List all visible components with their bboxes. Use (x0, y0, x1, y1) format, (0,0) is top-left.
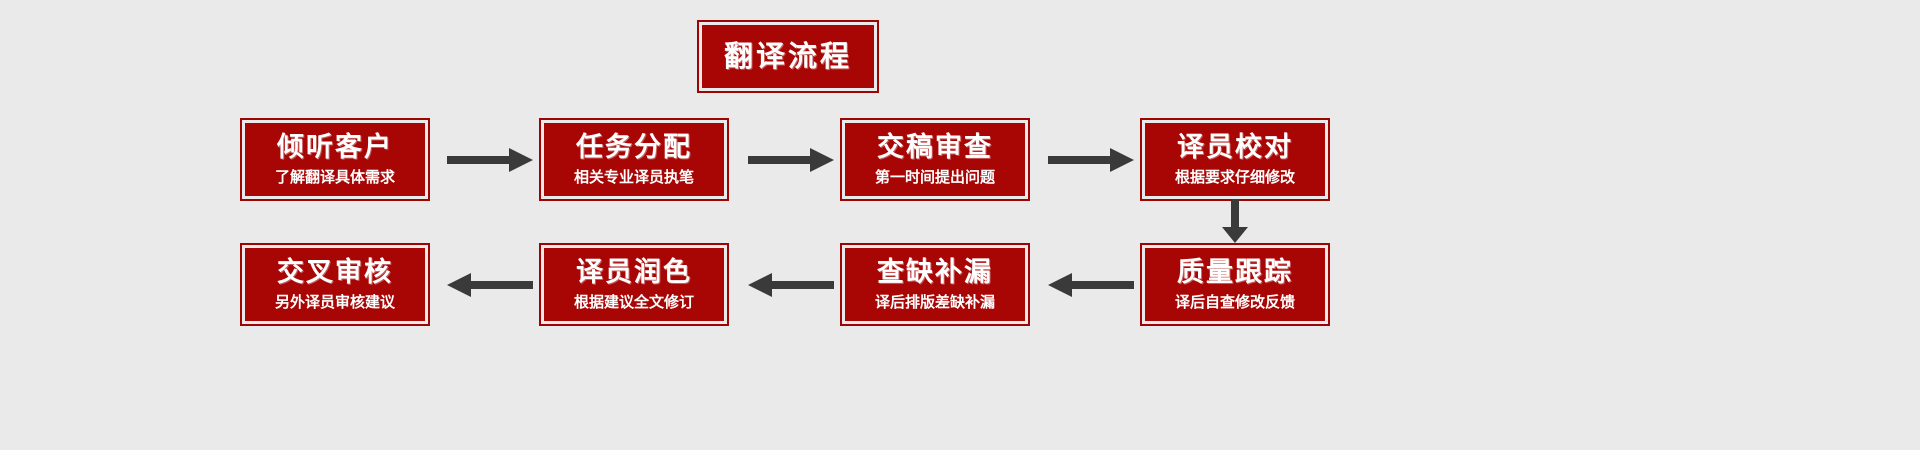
step-box-task-assignment[interactable]: 任务分配 相关专业译员执笔 (539, 118, 729, 201)
step-title: 查缺补漏 (877, 257, 993, 288)
flowchart-title-box: 翻译流程 (697, 20, 879, 93)
step-subtitle: 根据要求仔细修改 (1174, 168, 1295, 186)
step-subtitle: 另外译员审核建议 (274, 293, 395, 311)
step-subtitle: 根据建议全文修订 (573, 293, 694, 311)
step-title: 质量跟踪 (1177, 257, 1293, 288)
step-title: 交稿审查 (877, 132, 993, 163)
arrow-left-icon (1048, 273, 1134, 297)
step-box-listen-to-customer[interactable]: 倾听客户 了解翻译具体需求 (240, 118, 430, 201)
step-subtitle: 译后自查修改反馈 (1174, 293, 1295, 311)
arrow-left-icon (748, 273, 834, 297)
step-box-gap-checking[interactable]: 查缺补漏 译后排版差缺补漏 (840, 243, 1030, 326)
step-box-submission-review[interactable]: 交稿审查 第一时间提出问题 (840, 118, 1030, 201)
step-title: 交叉审核 (277, 257, 393, 288)
step-box-translator-proofreading[interactable]: 译员校对 根据要求仔细修改 (1140, 118, 1330, 201)
step-subtitle: 了解翻译具体需求 (274, 168, 395, 186)
arrow-left-icon (447, 273, 533, 297)
step-subtitle: 相关专业译员执笔 (573, 168, 694, 186)
arrow-right-icon (748, 148, 834, 172)
arrow-right-icon (1048, 148, 1134, 172)
step-box-cross-review[interactable]: 交叉审核 另外译员审核建议 (240, 243, 430, 326)
step-box-quality-tracking[interactable]: 质量跟踪 译后自查修改反馈 (1140, 243, 1330, 326)
step-title: 译员润色 (576, 257, 692, 288)
step-box-translator-polishing[interactable]: 译员润色 根据建议全文修订 (539, 243, 729, 326)
step-title: 译员校对 (1177, 132, 1293, 163)
arrow-down-icon (1222, 199, 1248, 243)
step-subtitle: 第一时间提出问题 (874, 168, 995, 186)
step-subtitle: 译后排版差缺补漏 (874, 293, 995, 311)
step-title: 倾听客户 (277, 132, 393, 163)
step-title: 任务分配 (576, 132, 692, 163)
page-title: 翻译流程 (723, 39, 852, 73)
arrow-right-icon (447, 148, 533, 172)
